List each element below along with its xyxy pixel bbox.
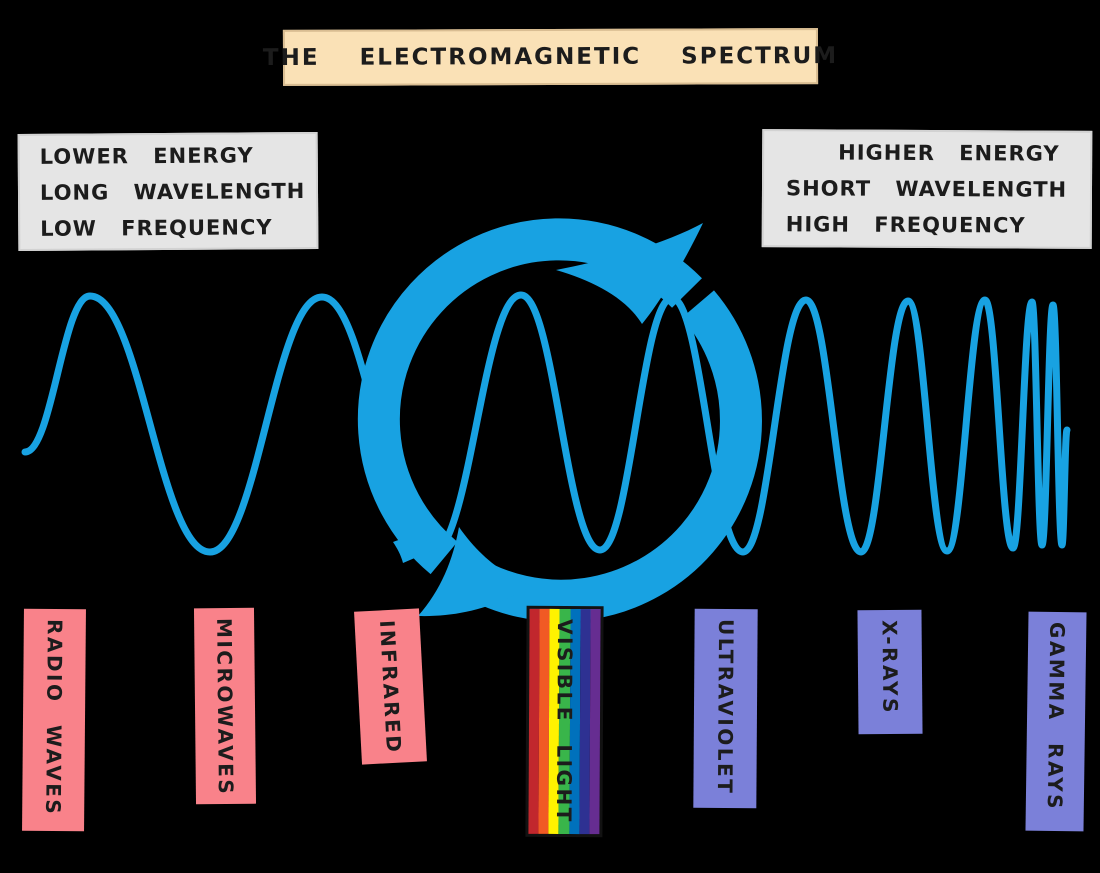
band-label: VISIBLE LIGHT [551, 618, 578, 824]
band-microwaves: MICROWAVES [193, 607, 257, 805]
band-label: GAMMA RAYS [1042, 621, 1070, 812]
band-infrared: INFRARED [354, 608, 427, 765]
band-ultraviolet: ULTRAVIOLET [693, 608, 758, 809]
band-label: MICROWAVES [212, 617, 238, 797]
cycle-arrow-icon [357, 218, 762, 622]
band-visible-light: VISIBLE LIGHT [525, 605, 604, 838]
band-gamma-rays: GAMMA RAYS [1025, 611, 1087, 832]
band-label: ULTRAVIOLET [712, 618, 739, 796]
band-label: INFRARED [375, 619, 407, 755]
band-radio-waves: RADIO WAVES [22, 608, 86, 832]
band-label: RADIO WAVES [41, 618, 67, 817]
band-label: X-RAYS [877, 619, 903, 716]
sine-wave-icon [21, 291, 1071, 557]
band-x-rays: X-RAYS [857, 609, 923, 735]
